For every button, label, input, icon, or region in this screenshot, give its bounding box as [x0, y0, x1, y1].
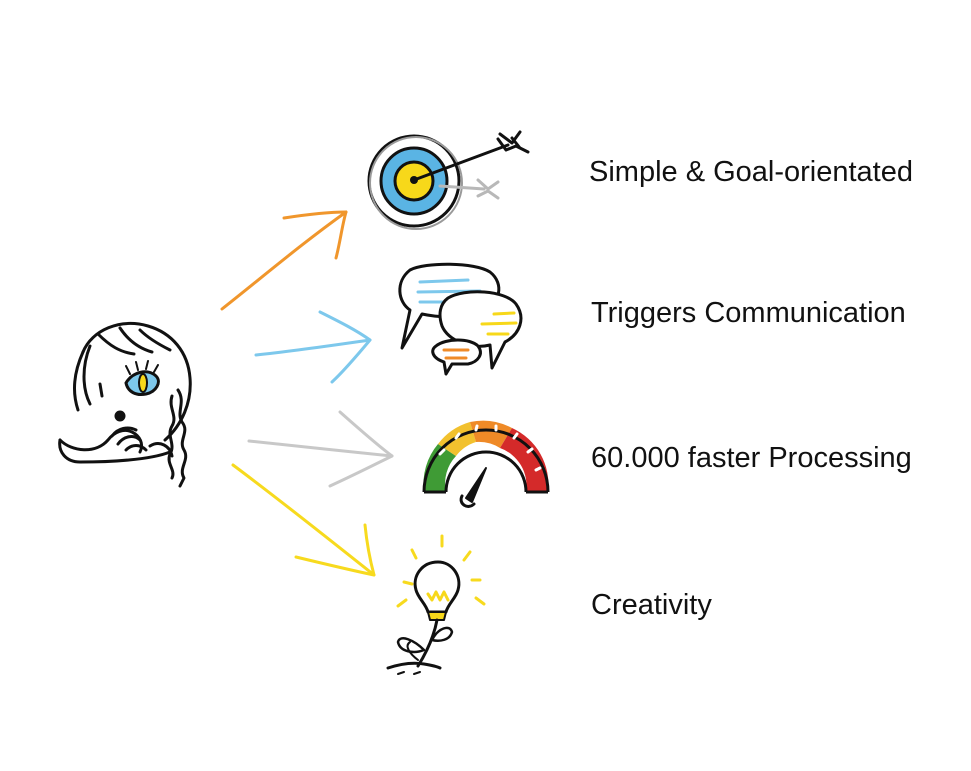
arrow-to-bubbles: [254, 310, 372, 384]
open-eye-icon: [124, 360, 160, 396]
benefit-label-faster-processing: 60.000 faster Processing: [591, 442, 912, 474]
arrow-to-speedometer: [247, 410, 394, 488]
speech-bubbles-icon: [398, 262, 523, 376]
arrow-to-lightbulb: [231, 463, 376, 577]
target-icon: [367, 130, 530, 230]
benefit-label-triggers-communication: Triggers Communication: [591, 297, 906, 329]
arrow-to-target: [220, 210, 348, 311]
lightbulb-plant-icon: [386, 534, 486, 675]
benefit-label-creativity: Creativity: [591, 589, 712, 621]
thinking-girl-icon: [58, 322, 192, 488]
benefit-label-simple-goal-orientated: Simple & Goal-orientated: [589, 156, 913, 188]
speedometer-icon: [422, 420, 550, 508]
